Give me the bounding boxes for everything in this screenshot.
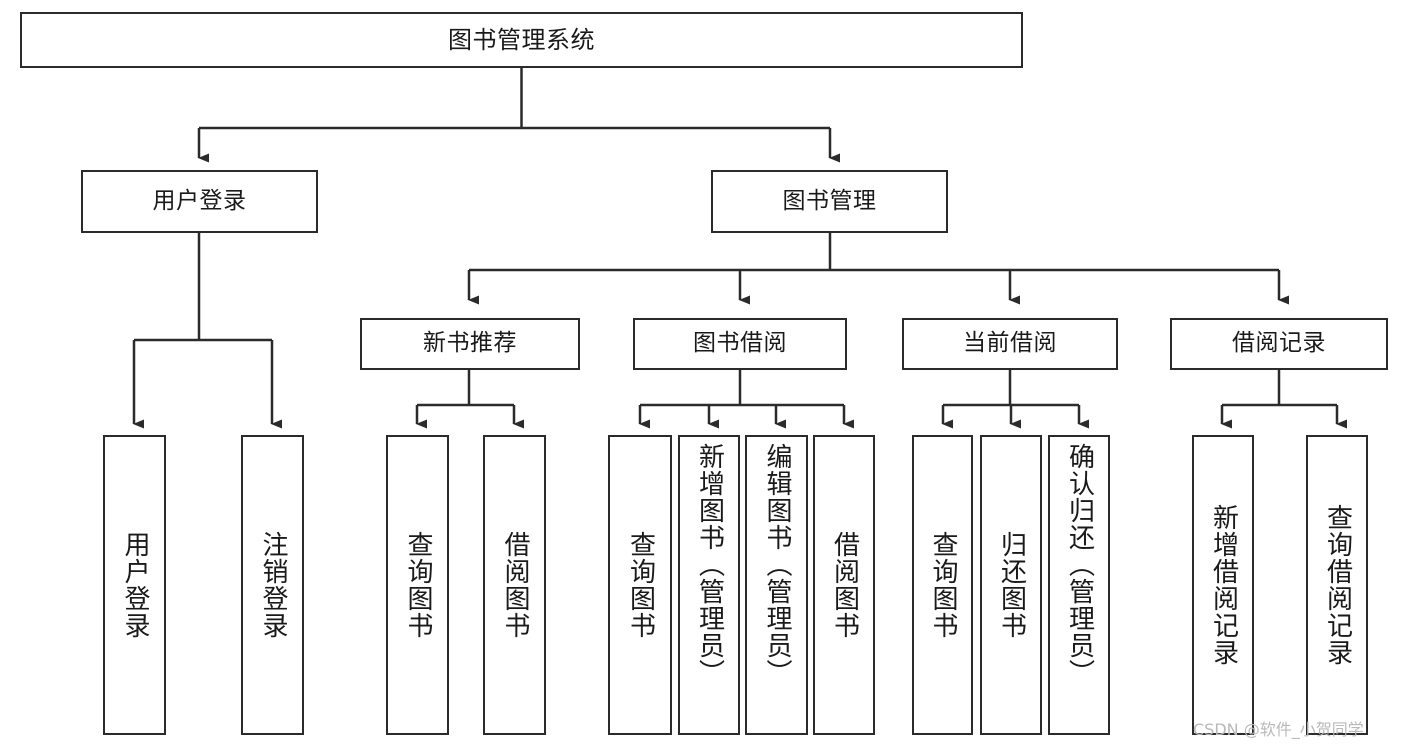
leaf-borrow-record-add-record[interactable]: 新增借阅记录 <box>1192 435 1254 735</box>
node-root-system[interactable]: 图书管理系统 <box>20 12 1023 68</box>
node-new-book-recommend-label: 新书推荐 <box>423 330 517 357</box>
leaf-current-borrow-return-book[interactable]: 归还图书 <box>980 435 1042 735</box>
node-root-system-label: 图书管理系统 <box>448 25 595 54</box>
leaf-new-book-borrow-book-label: 借阅图书 <box>500 531 531 639</box>
leaf-new-book-query-book-label: 查询图书 <box>403 531 434 639</box>
leaf-current-borrow-return-book-label: 归还图书 <box>996 531 1027 639</box>
leaf-new-book-query-book[interactable]: 查询图书 <box>386 435 449 735</box>
node-book-management-label: 图书管理 <box>782 187 877 214</box>
leaf-user-login-logout[interactable]: 注销登录 <box>241 435 304 735</box>
leaf-user-login-logout-label: 注销登录 <box>258 531 289 639</box>
leaf-current-borrow-confirm-return-admin[interactable]: 确认归还（管理员） <box>1048 435 1110 735</box>
leaf-new-book-borrow-book[interactable]: 借阅图书 <box>483 435 546 735</box>
leaf-borrow-record-query-record-label: 查询借阅记录 <box>1322 504 1353 666</box>
node-user-login[interactable]: 用户登录 <box>81 170 318 233</box>
leaf-book-borrow-borrow-book[interactable]: 借阅图书 <box>813 435 875 735</box>
leaf-book-borrow-add-book-admin[interactable]: 新增图书（管理员） <box>678 435 740 735</box>
leaf-user-login-do-login-label: 用户登录 <box>120 531 151 639</box>
leaf-current-borrow-query-book-label: 查询图书 <box>928 531 959 639</box>
node-borrow-record[interactable]: 借阅记录 <box>1170 318 1388 370</box>
node-book-borrow-label: 图书借阅 <box>693 330 787 357</box>
csdn-watermark: CSDN @软件_小贺同学 <box>1193 720 1364 739</box>
node-borrow-record-label: 借阅记录 <box>1232 330 1326 357</box>
leaf-user-login-do-login[interactable]: 用户登录 <box>103 435 166 735</box>
leaf-book-borrow-query-book[interactable]: 查询图书 <box>608 435 672 735</box>
node-book-management[interactable]: 图书管理 <box>711 170 948 233</box>
node-user-login-label: 用户登录 <box>152 187 247 214</box>
leaf-book-borrow-query-book-label: 查询图书 <box>625 531 656 639</box>
leaf-borrow-record-query-record[interactable]: 查询借阅记录 <box>1306 435 1368 735</box>
node-current-borrow-label: 当前借阅 <box>963 330 1057 357</box>
leaf-book-borrow-borrow-book-label: 借阅图书 <box>829 531 860 639</box>
leaf-book-borrow-add-book-admin-label: 新增图书（管理员） <box>694 443 725 686</box>
leaf-current-borrow-query-book[interactable]: 查询图书 <box>912 435 973 735</box>
leaf-book-borrow-edit-book-admin[interactable]: 编辑图书（管理员） <box>745 435 808 735</box>
node-current-borrow[interactable]: 当前借阅 <box>902 318 1118 370</box>
node-book-borrow[interactable]: 图书借阅 <box>633 318 847 370</box>
leaf-borrow-record-add-record-label: 新增借阅记录 <box>1208 504 1239 666</box>
leaf-book-borrow-edit-book-admin-label: 编辑图书（管理员） <box>762 443 793 686</box>
leaf-current-borrow-confirm-return-admin-label: 确认归还（管理员） <box>1064 443 1095 686</box>
node-new-book-recommend[interactable]: 新书推荐 <box>360 318 580 370</box>
